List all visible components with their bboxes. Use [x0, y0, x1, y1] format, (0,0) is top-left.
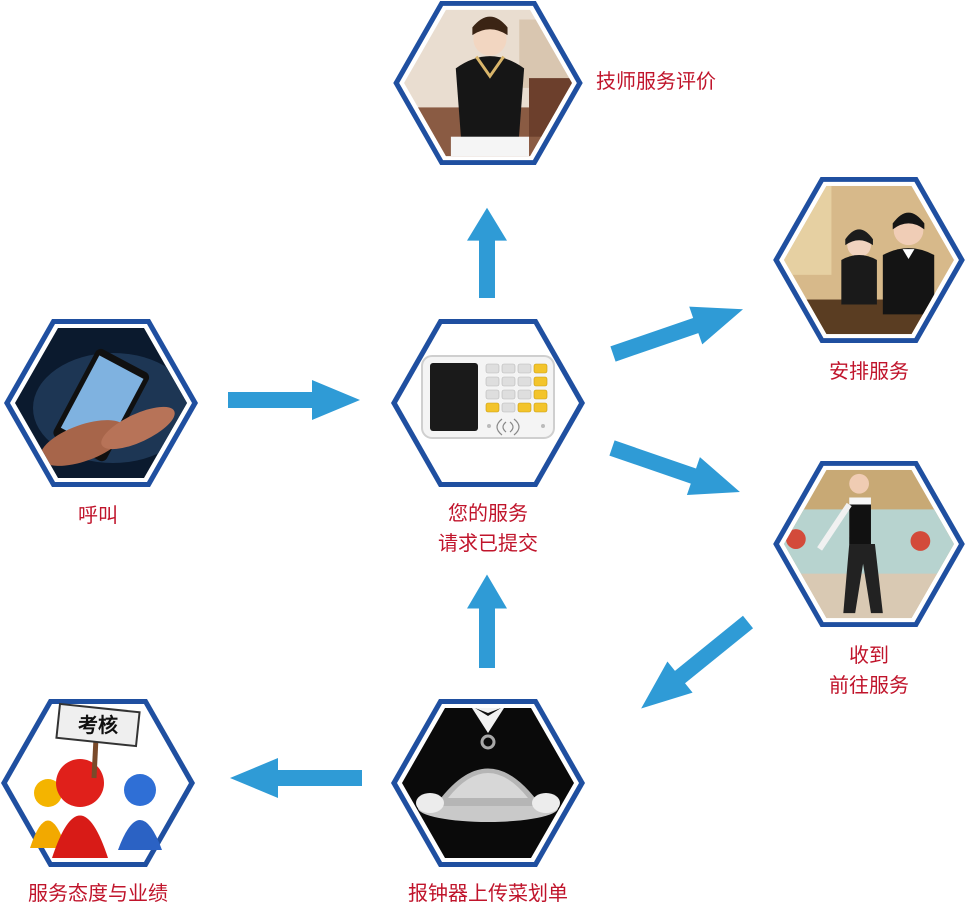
node-arrange — [772, 176, 966, 344]
label-rating: 技师服务评价 — [596, 66, 716, 96]
receive-label-line2: 前往服务 — [829, 673, 909, 697]
pager-device-icon — [421, 355, 555, 439]
submit-label-line2: 请求已提交 — [438, 531, 538, 555]
arrow-receive-to-submit — [628, 606, 761, 725]
call-label: 呼叫 — [78, 503, 118, 527]
arrow-submit-to-rating — [467, 207, 507, 298]
assessment-people-icon — [30, 702, 162, 858]
arrange-label: 安排服务 — [829, 359, 909, 383]
node-upload — [390, 698, 586, 868]
node-assess: 考核 — [0, 698, 196, 868]
receive-label-line1: 收到 — [849, 643, 889, 667]
node-submit — [390, 318, 586, 488]
node-call — [3, 318, 199, 488]
arrow-call-to-submit — [228, 380, 360, 420]
label-assess: 服务态度与业绩 — [0, 878, 196, 908]
submit-label-line1: 您的服务 — [448, 501, 528, 525]
label-submit: 您的服务 请求已提交 — [390, 498, 586, 558]
node-receive — [772, 460, 966, 628]
arrow-upload-to-submit — [467, 574, 507, 668]
upload-label: 报钟器上传菜划单 — [408, 881, 568, 905]
label-upload: 报钟器上传菜划单 — [388, 878, 588, 908]
label-call: 呼叫 — [0, 500, 196, 530]
assess-sign-text: 考核 — [78, 713, 118, 737]
rating-label: 技师服务评价 — [596, 69, 716, 93]
assess-label: 服务态度与业绩 — [28, 881, 168, 905]
node-rating — [390, 0, 586, 166]
arrow-submit-to-receive — [605, 429, 747, 511]
arrow-submit-to-arrange — [606, 290, 750, 373]
label-arrange: 安排服务 — [772, 356, 966, 386]
label-receive: 收到 前往服务 — [772, 640, 966, 700]
arrow-upload-to-assess — [230, 758, 362, 798]
